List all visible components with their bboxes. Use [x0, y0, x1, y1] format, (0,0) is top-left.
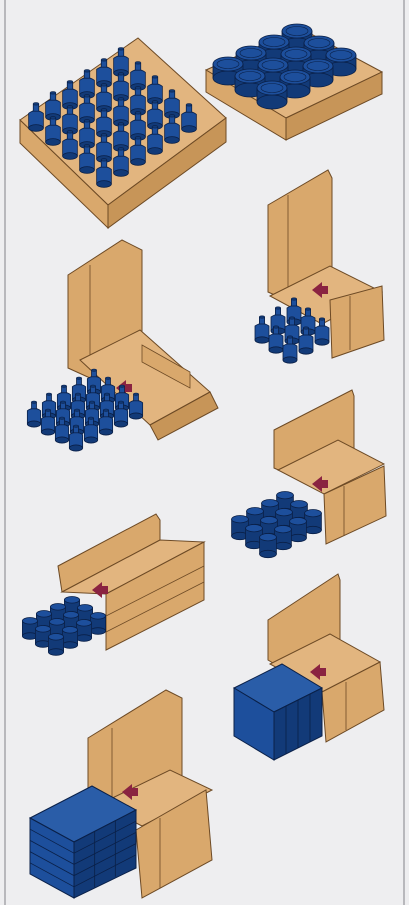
can: [290, 518, 307, 542]
jar: [257, 81, 287, 109]
can: [76, 619, 91, 641]
can: [305, 510, 322, 534]
can: [260, 534, 277, 558]
can: [62, 626, 77, 648]
can: [275, 526, 292, 550]
can: [90, 612, 105, 634]
can: [48, 633, 63, 655]
